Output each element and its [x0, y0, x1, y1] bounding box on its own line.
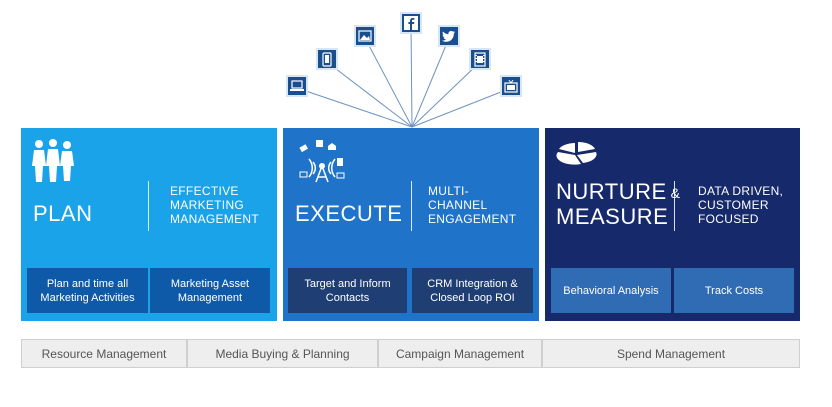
panel-title: PLAN — [33, 201, 93, 226]
subtitle-line: MULTI- — [428, 184, 469, 198]
bottom-bar-campaign-management[interactable]: Campaign Management — [378, 339, 542, 368]
subtitle-line: ENGAGEMENT — [428, 212, 517, 226]
title-ampersand: & — [670, 185, 681, 202]
capability-box[interactable]: Track Costs — [674, 268, 794, 313]
image-icon — [354, 25, 376, 47]
title-line: MEASURE — [556, 204, 669, 230]
capability-box[interactable]: Target and Inform Contacts — [288, 268, 407, 313]
tv-icon — [500, 75, 522, 97]
pie-chart-icon — [556, 142, 597, 165]
laptop-icon — [286, 75, 308, 97]
plan-panel: PLAN EFFECTIVE MARKETING MANAGEMENT Plan… — [21, 128, 277, 321]
divider — [674, 181, 675, 231]
twitter-icon — [438, 25, 460, 47]
capability-box[interactable]: CRM Integration & Closed Loop ROI — [412, 268, 533, 313]
channel-fan — [296, 24, 512, 128]
facebook-icon — [400, 12, 422, 34]
panel-title: NURTURE& MEASURE — [556, 180, 681, 229]
people-icon — [32, 139, 74, 182]
panel-title: EXECUTE — [295, 201, 403, 226]
subtitle-line: CHANNEL — [428, 198, 488, 212]
divider — [148, 181, 149, 231]
capability-box[interactable]: Plan and time all Marketing Activities — [27, 268, 148, 313]
subtitle-line: MARKETING — [170, 198, 245, 212]
panel-subtitle: EFFECTIVE MARKETING MANAGEMENT — [170, 184, 259, 226]
video-icon — [469, 48, 491, 70]
divider — [411, 181, 412, 231]
capability-box[interactable]: Marketing Asset Management — [150, 268, 270, 313]
bottom-bar-resource-management[interactable]: Resource Management — [21, 339, 187, 368]
capability-box[interactable]: Behavioral Analysis — [551, 268, 671, 313]
subtitle-line: EFFECTIVE — [170, 184, 239, 198]
nurture-measure-panel: NURTURE& MEASURE DATA DRIVEN, CUSTOMER F… — [545, 128, 800, 321]
bottom-bar-media-buying-planning[interactable]: Media Buying & Planning — [187, 339, 378, 368]
broadcast-icon — [299, 140, 345, 183]
panel-subtitle: MULTI- CHANNEL ENGAGEMENT — [428, 184, 516, 226]
subtitle-line: MANAGEMENT — [170, 212, 260, 226]
subtitle-line: DATA DRIVEN, — [698, 184, 784, 198]
title-line: NURTURE — [556, 179, 667, 204]
bottom-bar-spend-management[interactable]: Spend Management — [542, 339, 800, 368]
panel-subtitle: DATA DRIVEN, CUSTOMER FOCUSED — [698, 184, 783, 226]
mobile-icon — [316, 48, 338, 70]
subtitle-line: CUSTOMER — [698, 198, 769, 212]
subtitle-line: FOCUSED — [698, 212, 759, 226]
execute-panel: EXECUTE MULTI- CHANNEL ENGAGEMENT Target… — [283, 128, 539, 321]
